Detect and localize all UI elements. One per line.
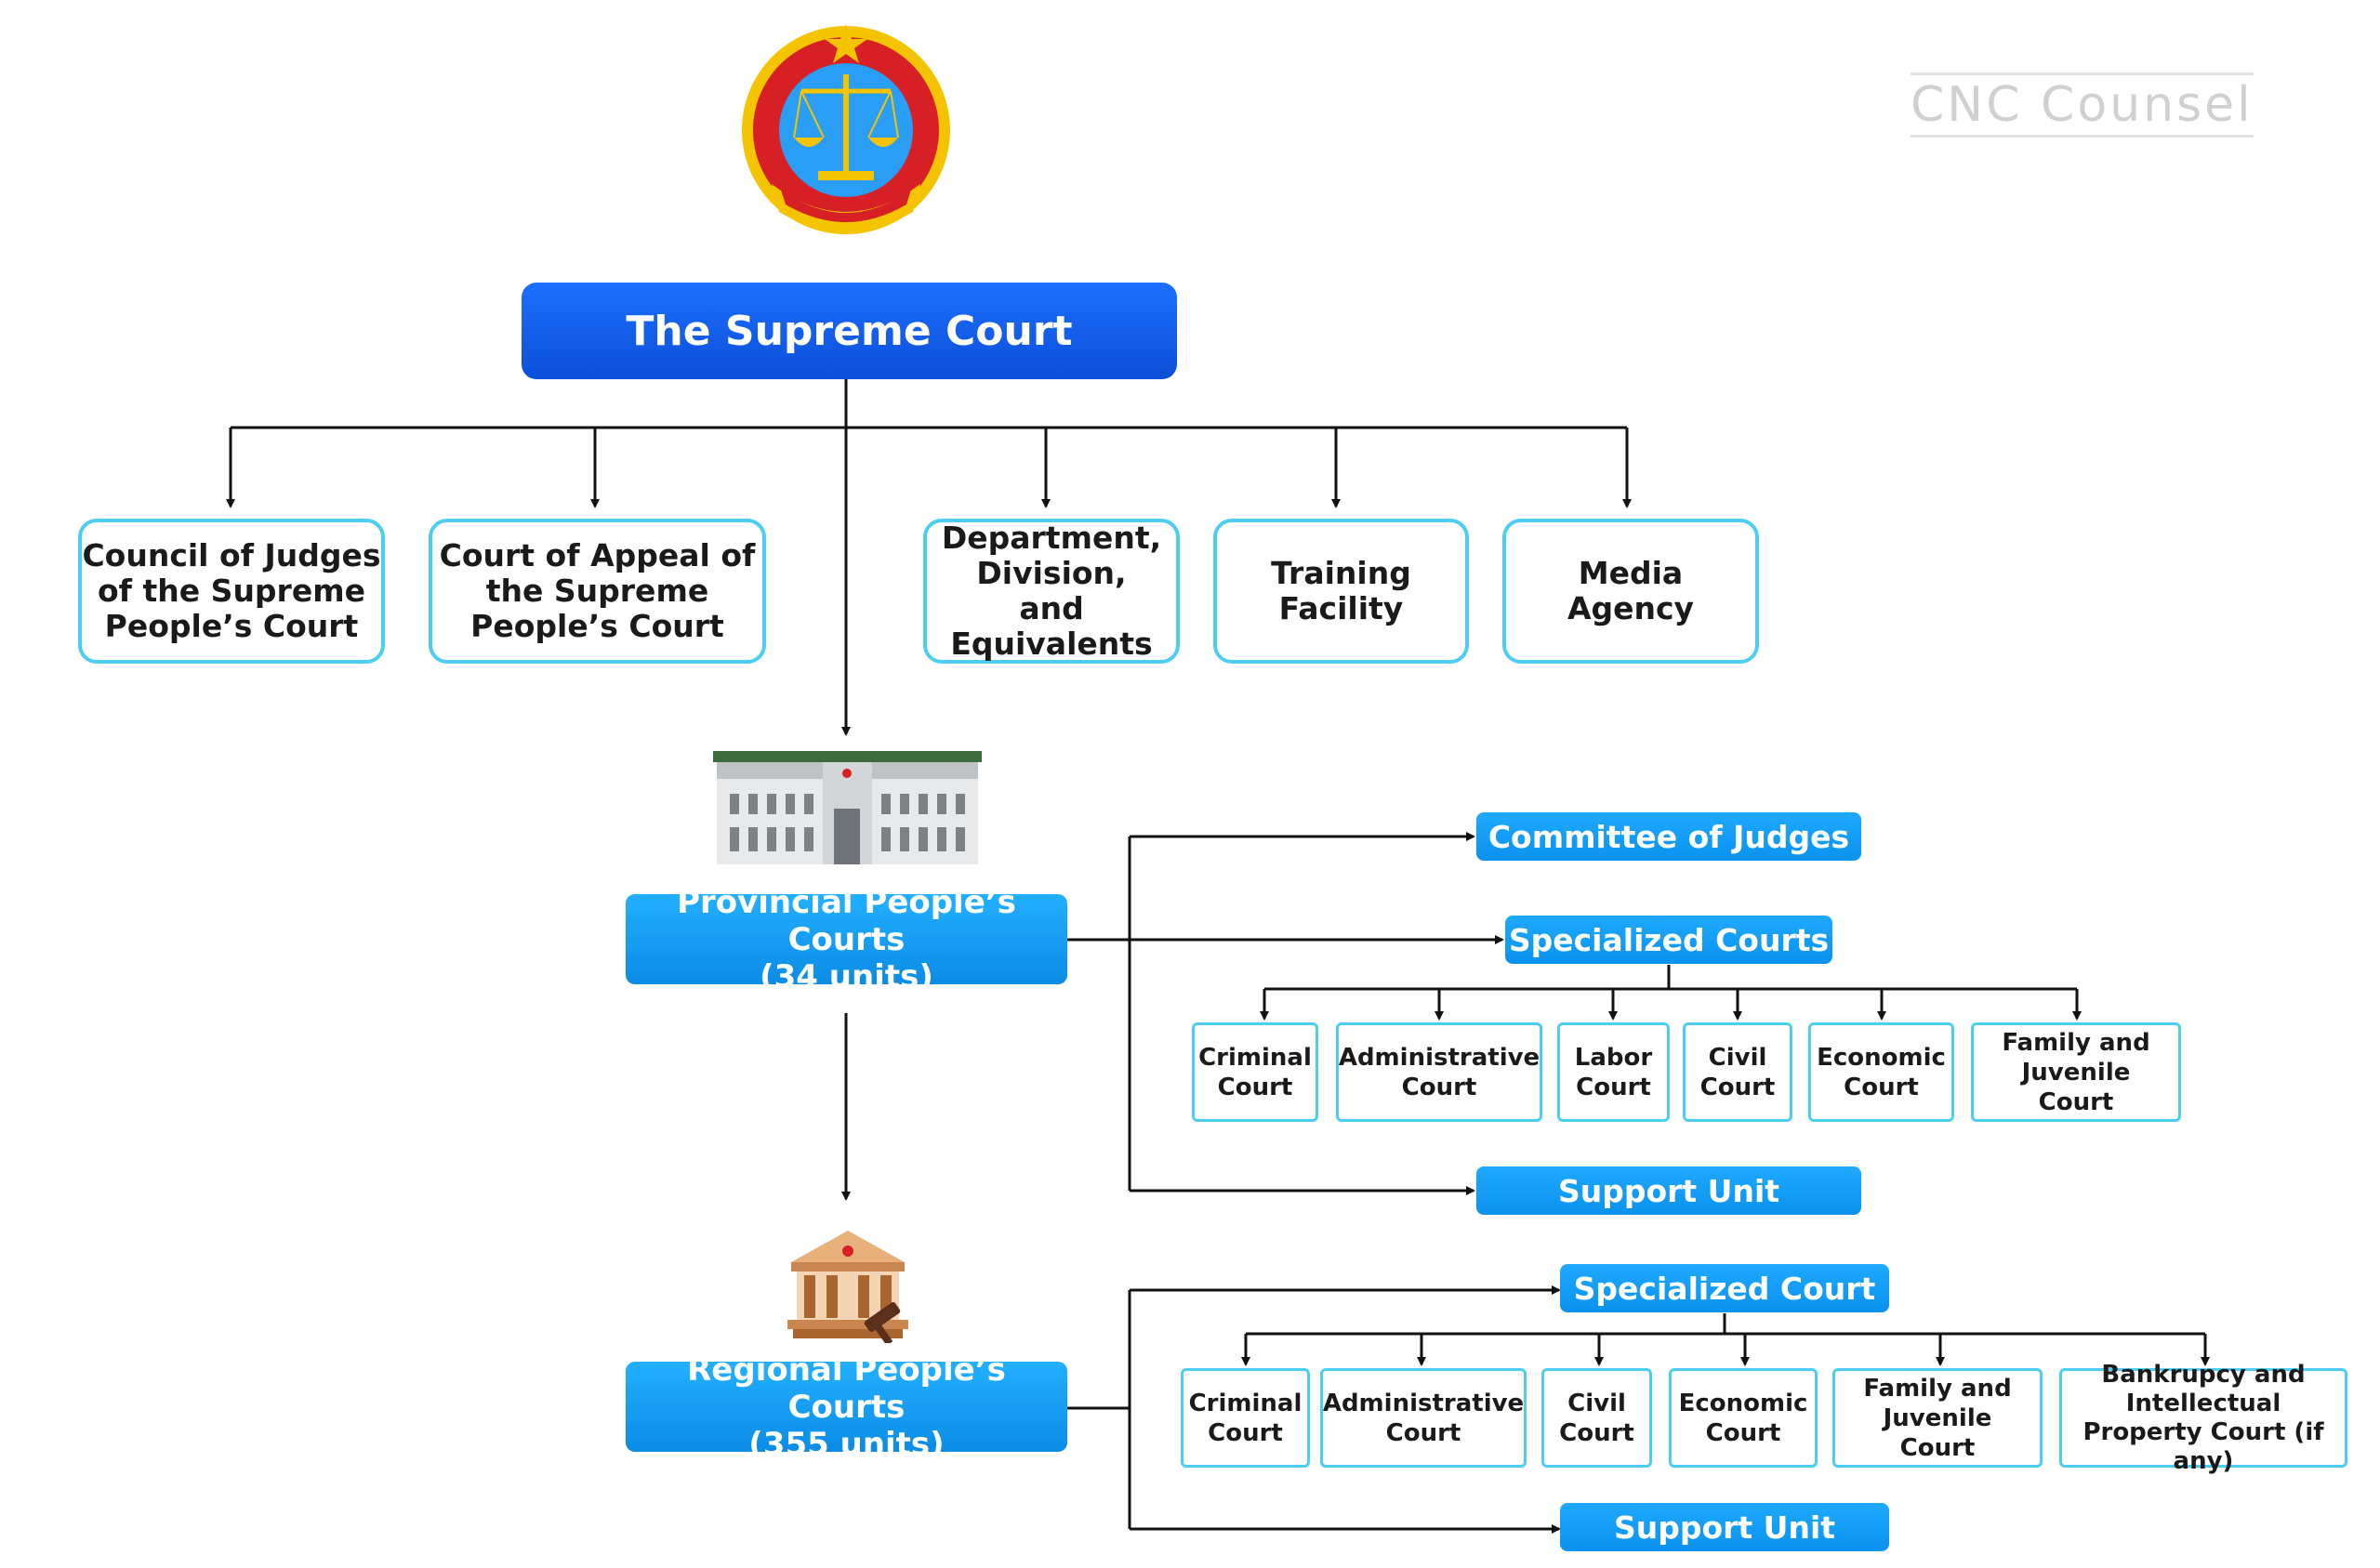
court-of-appeal-box: Court of Appeal of the Supreme People’s … [429,519,766,664]
regional-bankruptcy-ip-court: Bankrupcy and Intellectual Property Cour… [2059,1361,2347,1475]
regional-courts-count: (355 units) [748,1425,945,1463]
training-facility-box: Training Facility [1213,519,1469,664]
provincial-courts-title: Provincial People’s Courts [677,883,1016,958]
committee-of-judges-pill: Committee of Judges [1476,812,1861,861]
regional-administrative-court: Administrative Court [1320,1368,1527,1468]
media-agency-box: Media Agency [1502,519,1759,664]
cnc-counsel-watermark: CNC Counsel [1911,72,2254,138]
regional-criminal-court: Criminal Court [1181,1368,1310,1468]
department-division-box: Department, Division, and Equivalents [923,519,1180,664]
regional-courts-box: Regional People’s Courts (355 units) [626,1351,1067,1463]
regional-courts-title: Regional People’s Courts [687,1351,1006,1426]
provincial-family-juvenile-court: Family and Juvenile Court [1971,1022,2181,1122]
supreme-court-box: The Supreme Court [522,283,1177,379]
regional-economic-court: Economic Court [1669,1368,1818,1468]
regional-family-juvenile-court: Family and Juvenile Court [1832,1368,2043,1468]
provincial-civil-court: Civil Court [1683,1022,1792,1122]
provincial-economic-court: Economic Court [1808,1022,1954,1122]
regional-civil-court: Civil Court [1541,1368,1652,1468]
provincial-courts-count: (34 units) [760,957,933,995]
provincial-court-building-icon [713,751,982,864]
provincial-specialized-courts-pill: Specialized Courts [1505,916,1832,964]
provincial-labor-court: Labor Court [1557,1022,1670,1122]
provincial-courts-box: Provincial People’s Courts (34 units) [626,884,1067,995]
regional-specialized-court-pill: Specialized Court [1560,1264,1889,1312]
court-emblem-icon [742,24,950,234]
regional-courthouse-icon [787,1231,908,1343]
provincial-support-unit-pill: Support Unit [1476,1166,1861,1215]
provincial-administrative-court: Administrative Court [1336,1022,1542,1122]
regional-support-unit-pill: Support Unit [1560,1503,1889,1551]
provincial-criminal-court: Criminal Court [1192,1022,1318,1122]
council-of-judges-box: Council of Judges of the Supreme People’… [78,519,385,664]
